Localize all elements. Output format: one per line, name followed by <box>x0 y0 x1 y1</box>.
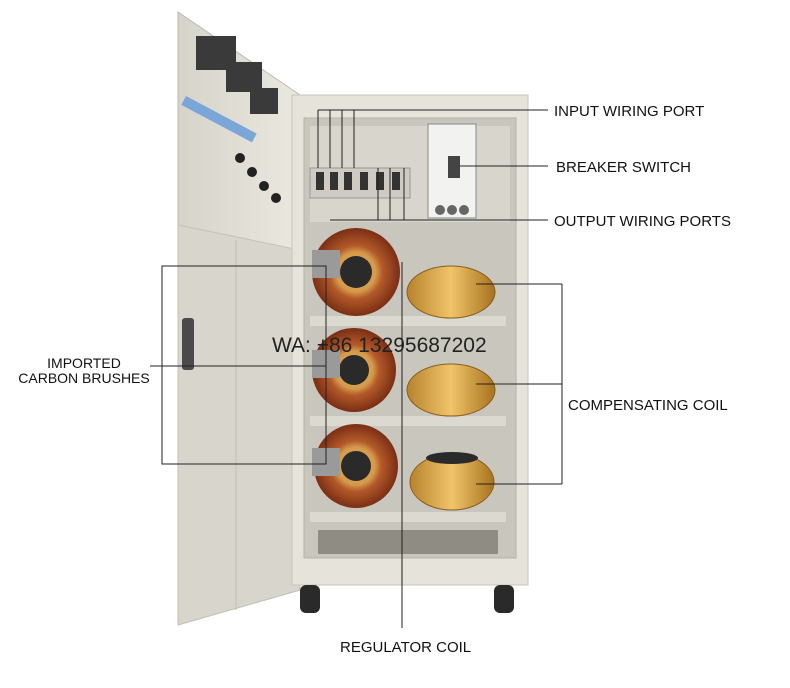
label-output-wiring-ports: OUTPUT WIRING PORTS <box>554 213 731 230</box>
label-breaker-switch: BREAKER SWITCH <box>556 159 691 176</box>
indicator-light <box>247 167 257 177</box>
compensating-coil <box>406 265 496 319</box>
door-meter <box>250 88 278 114</box>
cabinet-door <box>177 11 301 626</box>
indicator-light <box>271 193 281 203</box>
label-regulator-coil: REGULATOR COIL <box>340 639 471 656</box>
door-meter <box>226 62 262 92</box>
label-input-wiring-port: INPUT WIRING PORT <box>554 103 704 120</box>
door-handle <box>182 318 194 370</box>
watermark-text: WA: +86 13295687202 <box>272 334 487 357</box>
compensating-coils <box>406 265 496 511</box>
label-compensating-coil: COMPENSATING COIL <box>568 397 728 414</box>
indicator-light <box>235 153 245 163</box>
shelf <box>310 316 506 326</box>
compensating-coil <box>406 363 496 417</box>
cabinet-wheels <box>300 585 514 613</box>
indicator-light <box>259 181 269 191</box>
wheel <box>494 585 514 613</box>
shelf <box>310 416 506 426</box>
shelf <box>310 512 506 522</box>
label-imported-carbon-brushes-line2: CARBON BRUSHES <box>18 370 149 386</box>
regulator-coils <box>312 228 400 508</box>
wheel <box>300 585 320 613</box>
callout-lines <box>150 109 563 628</box>
vent-grille <box>318 530 498 554</box>
label-imported-carbon-brushes-line1: IMPORTED <box>47 355 121 371</box>
door-rail <box>181 96 257 143</box>
